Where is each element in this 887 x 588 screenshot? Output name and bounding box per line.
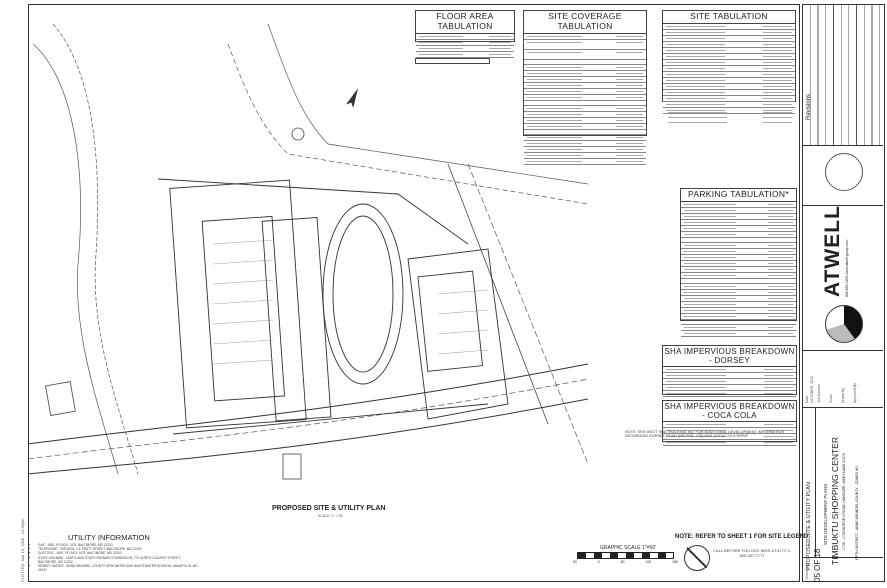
plan-set: SITE DEVELOPMENT PLANS bbox=[823, 483, 828, 545]
floor-area-ratio-row bbox=[415, 58, 490, 64]
site-coverage-table-title: SITE COVERAGE TABULATION bbox=[524, 11, 646, 34]
site-tabulation-table-title: SITE TABULATION bbox=[663, 11, 795, 24]
scale-tick: 0 bbox=[597, 560, 600, 564]
drawing-border bbox=[28, 4, 800, 582]
project-address: 1736 - 1738 DORSEY ROAD, HANOVER, MARYLA… bbox=[842, 453, 846, 550]
revisions-grid bbox=[803, 5, 883, 145]
utility-item: TELEPHONE - VERIZON, 1 E PRATT STREET, B… bbox=[38, 547, 198, 551]
revisions-label: Revisions bbox=[806, 93, 812, 120]
date-value: OCTOBER, 2024 bbox=[810, 376, 814, 403]
plan-scale: SCALE: 1" = 50' bbox=[318, 514, 344, 518]
engineer-seal bbox=[825, 153, 863, 191]
utility-info-list: GAS - BGE, PO BOX 1475, BALTIMORE, MD 21… bbox=[30, 543, 198, 572]
plotted-stamp: PLOTTED: Mar 19, 2026 - 12:36pm bbox=[20, 518, 25, 582]
title-block: Revisions ATWELL 866.850.4200 www.atwell… bbox=[802, 4, 885, 582]
company-web: 866.850.4200 www.atwell-group.com bbox=[845, 239, 849, 297]
scale-tick: 50 bbox=[573, 560, 577, 564]
utility-item: SEWER / WATER - ANNE ARUNDEL COUNTY DPW … bbox=[38, 564, 198, 572]
utility-item: GAS - BGE, PO BOX 1475, BALTIMORE, MD 21… bbox=[38, 543, 198, 547]
hotel-building bbox=[407, 248, 509, 420]
sha-dorsey-table: SHA IMPERVIOUS BREAKDOWN - DORSEY bbox=[662, 345, 797, 398]
plan-title: PROPOSED SITE & UTILITY PLAN bbox=[272, 505, 386, 512]
north-arrow bbox=[345, 88, 359, 108]
approved-label: Approved By bbox=[853, 382, 857, 403]
utility-info-title: UTILITY INFORMATION bbox=[68, 533, 150, 542]
call-before-dig-text: CALL BEFORE YOU DIG! MISS UTILITY 1-800-… bbox=[713, 548, 791, 558]
scale-tick: 100 bbox=[645, 560, 652, 564]
retail-building-parking bbox=[169, 179, 307, 429]
contour-line bbox=[32, 43, 119, 475]
sha-dorsey-table-title: SHA IMPERVIOUS BREAKDOWN - DORSEY bbox=[663, 346, 796, 368]
graphic-scale-label: GRAPHIC SCALE 1"=50' bbox=[600, 545, 656, 551]
floor-area-table-title: FLOOR AREA TABULATION bbox=[416, 11, 514, 34]
graphic-scale-ticks: 50 0 50 100 150 bbox=[573, 560, 678, 564]
site-tabulation-notes bbox=[665, 110, 795, 125]
scale-tick: 150 bbox=[672, 560, 678, 564]
company-name: ATWELL bbox=[821, 205, 844, 297]
floor-area-table: FLOOR AREA TABULATION bbox=[415, 10, 515, 58]
drawn-label: Drawn By bbox=[841, 387, 845, 403]
project-name: TIMBUKTU SHOPPING CENTER bbox=[830, 437, 840, 565]
drive-loop bbox=[322, 203, 404, 385]
utility-item: ELECTRIC - BGE, PO BOX 1475, BALTIMORE, … bbox=[38, 551, 198, 555]
site-tabulation-table: SITE TABULATION bbox=[662, 10, 796, 114]
sheet-label: Sheet No. bbox=[805, 563, 809, 579]
scale-label: Scale bbox=[829, 394, 833, 403]
utility-item: STATE HIGHWAY - MARYLAND STATE HIGHWAY C… bbox=[38, 556, 198, 564]
project-district: FIFTH DISTRICT - ANNE ARUNDEL COUNTY - Z… bbox=[855, 465, 859, 560]
sheet-number: 05 OF 18 bbox=[813, 548, 822, 582]
parking-tabulation-table: PARKING TABULATION* bbox=[680, 188, 797, 337]
scale-tick: 50 bbox=[620, 560, 625, 564]
job-label: Job Number bbox=[817, 383, 821, 403]
sha-coca-cola-table: SHA IMPERVIOUS BREAKDOWN - COCA COLA bbox=[662, 400, 797, 447]
site-plan-drawing bbox=[28, 23, 589, 480]
atwell-logo-icon bbox=[825, 305, 863, 343]
parking-tabulation-table-title: PARKING TABULATION* bbox=[681, 189, 796, 202]
sha-coca-cola-table-title: SHA IMPERVIOUS BREAKDOWN - COCA COLA bbox=[663, 401, 796, 423]
legend-note: NOTE: REFER TO SHEET 1 FOR SITE LEGEND. bbox=[675, 534, 810, 540]
call-before-dig-icon bbox=[684, 545, 710, 571]
date-label: Date bbox=[805, 395, 809, 403]
sha-note: NOTE: SEE MDOT SHA TRACKING NO. FOR ADDI… bbox=[625, 430, 785, 438]
retail-building bbox=[261, 216, 332, 422]
site-coverage-table: SITE COVERAGE TABULATION bbox=[523, 10, 647, 165]
graphic-scale-bar bbox=[577, 552, 674, 559]
